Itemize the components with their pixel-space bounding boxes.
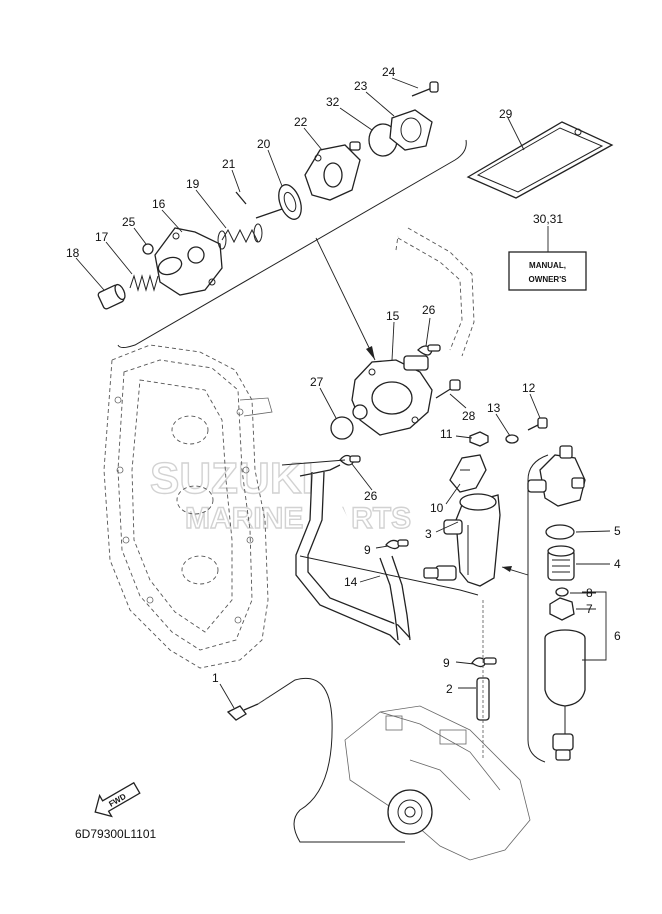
callout-4: 4 [614,557,621,571]
pump-exploded-parts [97,81,439,310]
manual-tag-line1: MANUAL, [529,261,566,270]
part-8-ring [555,587,569,597]
callout-9-upper: 9 [364,543,371,557]
cylinder-block-outline [103,344,273,669]
callout-19: 19 [186,177,200,191]
callout-26-upper: 26 [422,303,436,317]
callout-10: 10 [430,501,444,515]
callout-23: 23 [354,79,368,93]
fwd-arrow-icon: FWD [94,781,141,818]
part-10-bracket [449,454,487,493]
pump-group-bracket [117,139,467,361]
part-17-spring [129,274,159,292]
part-18-plunger [97,283,126,310]
part-29-bag [466,121,614,199]
part-28-bolt [435,379,461,399]
part-13-washer [505,434,519,444]
callout-20: 20 [257,137,271,151]
callout-13: 13 [487,401,501,415]
callout-27: 27 [310,375,324,389]
part-19-spring [217,223,263,250]
callout-29: 29 [499,107,513,121]
inlet-hose-outline [395,227,475,357]
callout-17: 17 [95,230,109,244]
part-9-hose-clip-upper [385,539,409,550]
callout-6: 6 [614,629,621,643]
part-27-o-ring [330,416,354,440]
leader-lines [75,77,611,709]
part-21-pin [235,191,247,205]
callout-22: 22 [294,115,308,129]
callout-30-31: 30,31 [533,212,563,226]
part-23-cap [389,109,433,151]
part-11-nut [469,431,489,447]
drain-wire [257,678,405,843]
part-12-bolt [527,417,548,431]
callout-5: 5 [614,524,621,538]
callout-25: 25 [122,215,136,229]
callout-12: 12 [522,381,536,395]
callout-9-lower: 9 [443,656,450,670]
callout-3: 3 [425,527,432,541]
diagram-code: 6D79300L1101 [75,827,157,841]
part-5-o-ring [545,524,575,540]
fuel-hoses [281,459,479,646]
callout-8: 8 [586,586,593,600]
watermark-line1: SUZUKI [150,454,314,503]
part-2-hose [476,600,490,760]
part-6-filter-cup [544,629,586,761]
part-3-fuel-filter-assembly [423,493,501,587]
callout-26-lower: 26 [364,489,378,503]
lower-housing-outline [344,705,531,861]
callout-24: 24 [382,65,396,79]
callout-1: 1 [212,671,219,685]
callout-labels: 24 23 32 22 20 21 19 16 25 17 18 29 30,3… [66,65,621,696]
callout-32: 32 [326,95,340,109]
watermark-line2: MARINE PARTS [185,502,411,535]
part-25-nut [142,243,154,255]
part-16-pump-body [154,227,223,296]
part-1-fitting [226,703,259,721]
filter-head [527,445,586,507]
part-22-pump-cover [304,141,361,201]
manual-tag-line2: OWNER'S [529,275,568,284]
part-24-screw [411,81,439,97]
callout-18: 18 [66,246,80,260]
part-15-fuel-pump [351,355,433,436]
callout-2: 2 [446,682,453,696]
watermark: SUZUKI MARINE PARTS [149,453,412,535]
callout-14: 14 [344,575,358,589]
part-20-diaphragm-rod [255,184,302,220]
callout-21: 21 [222,157,236,171]
filter-exploded-bracket [501,454,549,763]
callout-7: 7 [586,602,593,616]
callout-15: 15 [386,309,400,323]
part-4-filter-element [547,545,575,581]
part-26-hose-clip-lower [339,454,361,466]
callout-11: 11 [440,427,453,441]
part-30-31-owners-manual: MANUAL, OWNER'S [508,251,587,291]
callout-16: 16 [152,197,166,211]
callout-28: 28 [462,409,476,423]
part-7-float [549,597,575,621]
part-9-hose-clip-lower [471,657,497,668]
part-26-hose-clip-upper [417,344,441,356]
